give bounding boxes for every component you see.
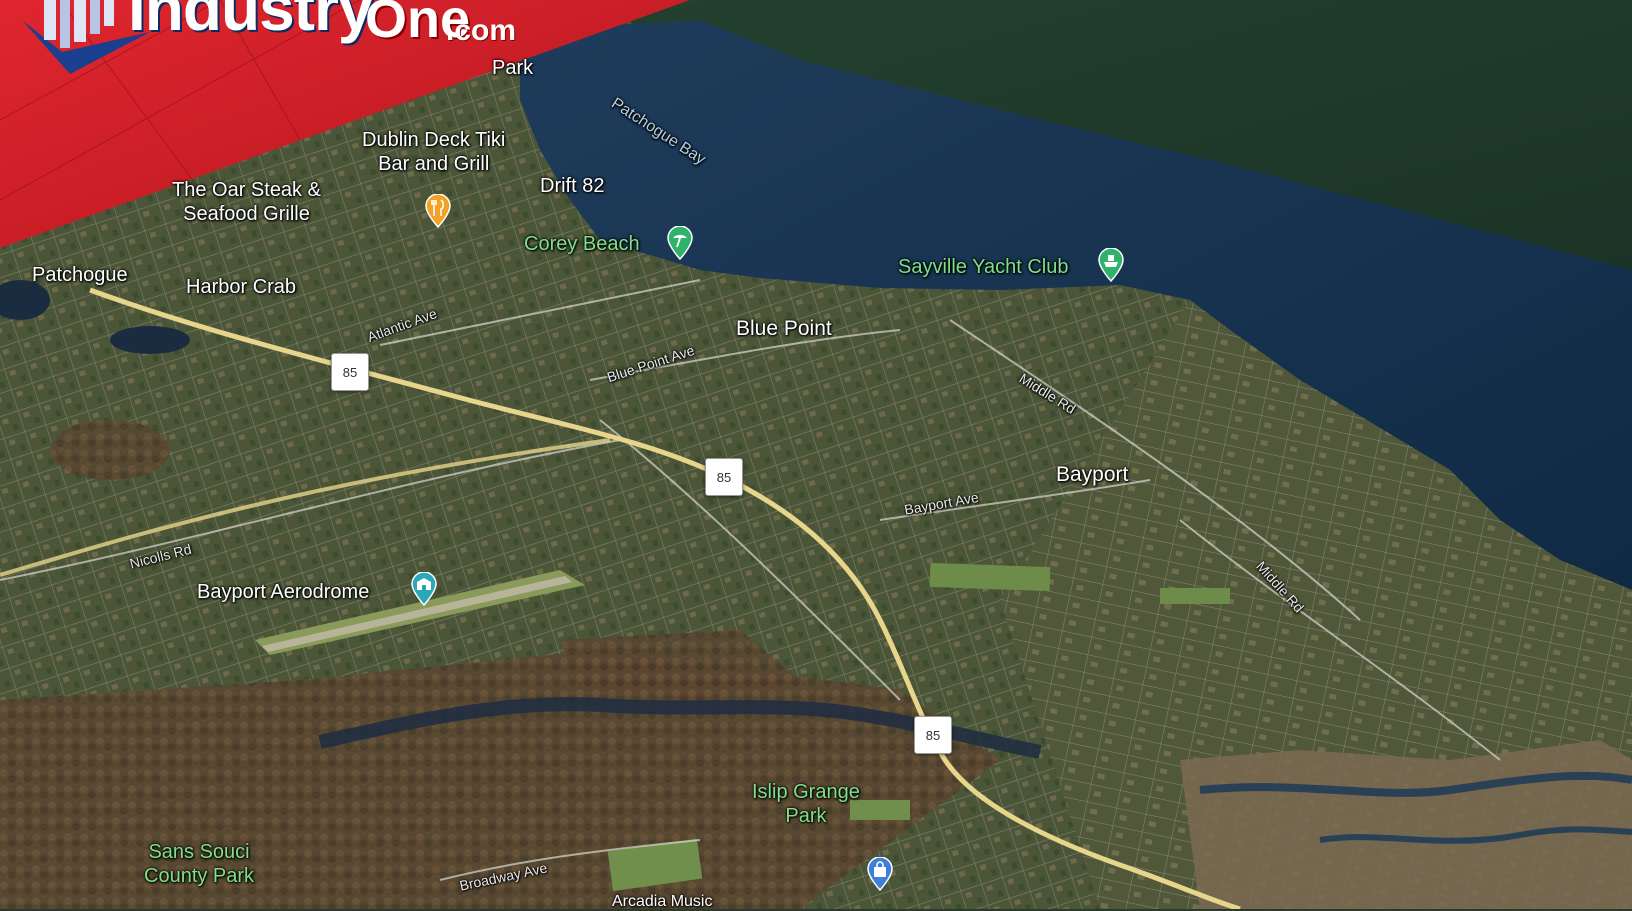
red-banner <box>0 0 690 248</box>
label-corey-beach[interactable]: Corey Beach <box>524 233 640 255</box>
label-drift82[interactable]: Drift 82 <box>540 175 605 197</box>
logo-one: One <box>365 0 471 49</box>
label-oar-steak[interactable]: The Oar Steak & Seafood Grille <box>172 179 321 225</box>
patchogue-bay-water <box>520 20 1632 590</box>
label-sayville-yacht-club[interactable]: Sayville Yacht Club <box>898 256 1069 278</box>
logo-industry: Industry <box>128 0 373 44</box>
label-islip-grange-park[interactable]: Islip Grange Park <box>752 781 860 827</box>
logo-dotcom: .com <box>446 14 517 47</box>
route-85 <box>89 287 1241 909</box>
route-85-shield-1[interactable]: 85 <box>331 353 369 391</box>
airport-icon[interactable] <box>410 572 438 606</box>
shopping-bag-icon[interactable] <box>866 857 894 891</box>
sunrise-hwy <box>0 438 611 577</box>
forest-area <box>0 650 1000 909</box>
label-bayport-aerodrome[interactable]: Bayport Aerodrome <box>197 581 370 603</box>
fork-knife-icon[interactable] <box>424 194 452 228</box>
label-arcadia-music[interactable]: Arcadia Music <box>612 893 713 910</box>
marsh <box>1180 740 1632 909</box>
beach-icon[interactable] <box>666 226 694 260</box>
route-85-shield-3[interactable]: 85 <box>914 716 952 754</box>
logo-emblem <box>22 0 150 74</box>
route-85-shield-2[interactable]: 85 <box>705 458 743 496</box>
distant-shore <box>620 0 1632 270</box>
label-blue-point[interactable]: Blue Point <box>736 317 832 340</box>
label-patchogue[interactable]: Patchogue <box>32 264 128 286</box>
label-sans-souci-county-park[interactable]: Sans Souci County Park <box>144 841 255 887</box>
ferry-icon[interactable] <box>1097 248 1125 282</box>
label-park-top[interactable]: Park <box>492 57 534 79</box>
label-bayport[interactable]: Bayport <box>1056 463 1129 486</box>
label-dublin-deck[interactable]: Dublin Deck Tiki Bar and Grill <box>362 129 506 175</box>
label-harbor-crab[interactable]: Harbor Crab <box>186 276 297 298</box>
